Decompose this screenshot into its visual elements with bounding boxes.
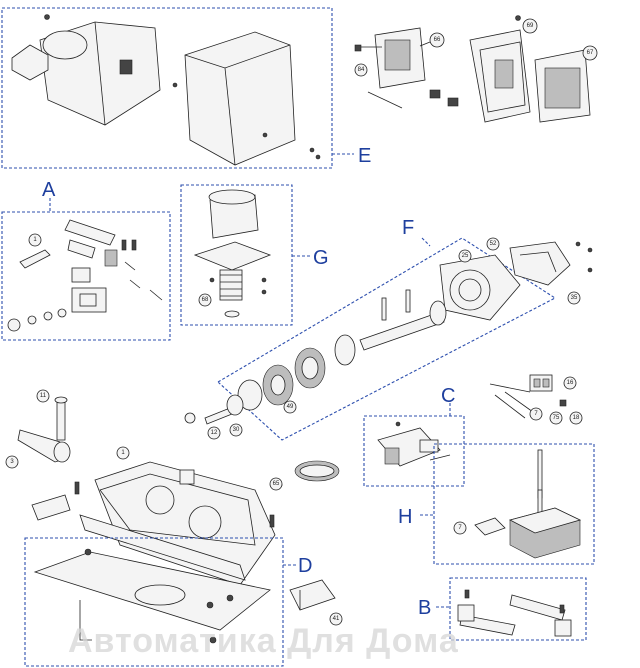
group-e: E xyxy=(1,7,371,169)
group-c-frame xyxy=(363,415,465,487)
part-number-11: 11 xyxy=(40,393,47,399)
group-f-letter: F xyxy=(402,217,414,239)
part-number-1: 1 xyxy=(33,237,37,243)
group-h-frame xyxy=(433,443,595,565)
part-number-52: 52 xyxy=(490,241,497,247)
group-c: C xyxy=(363,385,465,487)
small-cover xyxy=(11,21,161,126)
part-number-25: 25 xyxy=(462,253,469,259)
part-number-41: 41 xyxy=(333,616,340,622)
part-number-68: 68 xyxy=(202,297,209,303)
group-d: D 41 xyxy=(24,537,343,667)
part-number-49: 49 xyxy=(287,404,294,410)
group-f: F 49 12 30 52 25 35 xyxy=(184,217,593,441)
group-b-letter: B xyxy=(418,597,431,619)
part-number-16: 16 xyxy=(567,380,574,386)
group-f-frame xyxy=(217,237,557,441)
group-e-letter: E xyxy=(358,145,371,167)
part-number-12: 12 xyxy=(211,430,218,436)
large-cover xyxy=(184,31,321,166)
group-g-frame xyxy=(180,184,293,326)
part-number-67: 67 xyxy=(587,50,594,56)
part-number-66: 66 xyxy=(434,37,441,43)
group-h: H 7 xyxy=(398,443,595,565)
part-number-3: 3 xyxy=(10,459,14,465)
sensor-parts: 16 7 75 18 xyxy=(489,374,583,425)
part-number-69: 69 xyxy=(527,23,534,29)
group-b-frame xyxy=(449,577,587,641)
group-a-frame xyxy=(1,211,171,341)
part-number-35: 35 xyxy=(571,295,578,301)
part-number-1: 1 xyxy=(121,450,125,456)
part-number-75: 75 xyxy=(553,415,560,421)
group-g-letter: G xyxy=(313,247,329,269)
base-assembly: 11 3 1 65 xyxy=(5,389,340,586)
part-7-h: 7 xyxy=(458,525,462,531)
part-number-18: 18 xyxy=(573,415,580,421)
group-a: A 1 xyxy=(1,179,171,341)
group-a-letter: A xyxy=(42,179,56,201)
part-number-65: 65 xyxy=(273,481,280,487)
group-e-frame xyxy=(1,7,333,169)
group-d-letter: D xyxy=(298,555,312,577)
group-h-letter: H xyxy=(398,506,412,528)
part-number-84: 84 xyxy=(358,67,365,73)
group-g: G 68 xyxy=(180,184,329,326)
part-number-7: 7 xyxy=(534,411,538,417)
group-c-letter: C xyxy=(441,385,455,407)
electronics-assembly: 66 84 69 67 xyxy=(354,15,598,123)
part-number-30: 30 xyxy=(233,427,240,433)
watermark-text: Автоматика Для Дома xyxy=(68,622,459,660)
group-b: B xyxy=(418,577,587,641)
group-d-frame xyxy=(24,537,284,667)
